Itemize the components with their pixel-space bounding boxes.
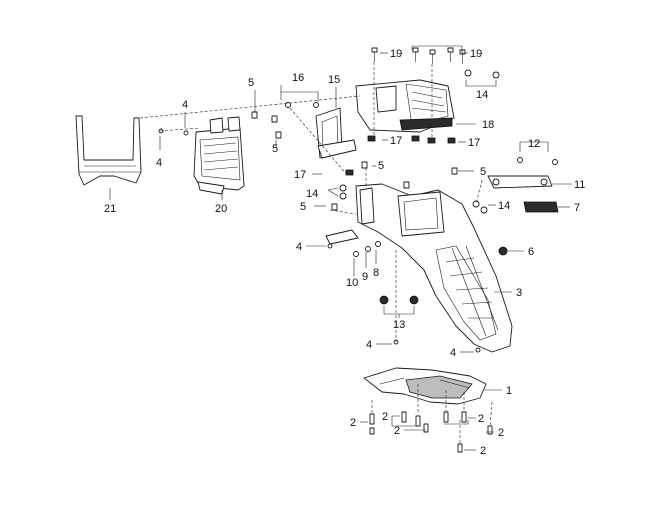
callout-14-top: 14 bbox=[476, 89, 488, 101]
callout-4-left: 4 bbox=[156, 157, 162, 169]
callout-2-far-left: 2 bbox=[350, 417, 356, 429]
callout-1: 1 bbox=[506, 385, 512, 397]
callout-12: 12 bbox=[528, 138, 540, 150]
callout-3: 3 bbox=[516, 287, 522, 299]
callout-5-mid-left: 5 bbox=[300, 201, 306, 213]
callout-15: 15 bbox=[328, 74, 340, 86]
part-7-reflector bbox=[523, 201, 559, 213]
fasteners bbox=[158, 47, 558, 453]
callout-13: 13 bbox=[393, 319, 405, 331]
callout-17-mid: 17 bbox=[294, 169, 306, 181]
callout-17-left: 17 bbox=[390, 135, 402, 147]
callout-17-right: 17 bbox=[468, 137, 480, 149]
callout-5-top-left: 5 bbox=[248, 77, 254, 89]
callout-7: 7 bbox=[574, 202, 580, 214]
callout-2-center: 2 bbox=[394, 425, 400, 437]
callout-19-left: 19 bbox=[390, 48, 402, 60]
part-15-mount-bracket bbox=[315, 107, 357, 159]
callout-2-far-right: 2 bbox=[498, 427, 504, 439]
callout-2-right: 2 bbox=[478, 413, 484, 425]
callout-18: 18 bbox=[482, 119, 494, 131]
callout-4-mid: 4 bbox=[296, 241, 302, 253]
part-21-splash-plate bbox=[75, 115, 142, 186]
callout-8: 8 bbox=[373, 267, 379, 279]
callout-9: 9 bbox=[362, 271, 368, 283]
callout-10: 10 bbox=[346, 277, 358, 289]
callout-5-left: 5 bbox=[272, 143, 278, 155]
callout-21: 21 bbox=[104, 203, 116, 215]
part-18-upper-tray bbox=[355, 79, 455, 133]
part-1-inner-fender bbox=[363, 367, 487, 405]
callout-4-lower-right: 4 bbox=[450, 347, 456, 359]
callout-5-center: 5 bbox=[378, 160, 384, 172]
callout-labels: 19 19 5 16 15 14 4 4 5 18 17 17 12 5 17 … bbox=[104, 48, 585, 457]
part-11-plate-bracket bbox=[487, 175, 553, 189]
callout-5-right: 5 bbox=[480, 166, 486, 178]
leader-lines bbox=[109, 45, 572, 451]
callout-20: 20 bbox=[215, 203, 227, 215]
callout-14-mid-right: 14 bbox=[498, 200, 510, 212]
callout-2-left: 2 bbox=[382, 411, 388, 423]
callout-4-upper: 4 bbox=[182, 99, 188, 111]
callout-2-bottom: 2 bbox=[480, 445, 486, 457]
callout-16: 16 bbox=[292, 72, 304, 84]
callout-6: 6 bbox=[528, 246, 534, 258]
callout-19-right: 19 bbox=[470, 48, 482, 60]
part-3-rear-fender bbox=[325, 183, 513, 353]
callout-11: 11 bbox=[574, 179, 585, 191]
part-20-bracket-housing bbox=[193, 116, 245, 195]
callout-4-lower: 4 bbox=[366, 339, 372, 351]
callout-14-mid-left: 14 bbox=[306, 188, 318, 200]
